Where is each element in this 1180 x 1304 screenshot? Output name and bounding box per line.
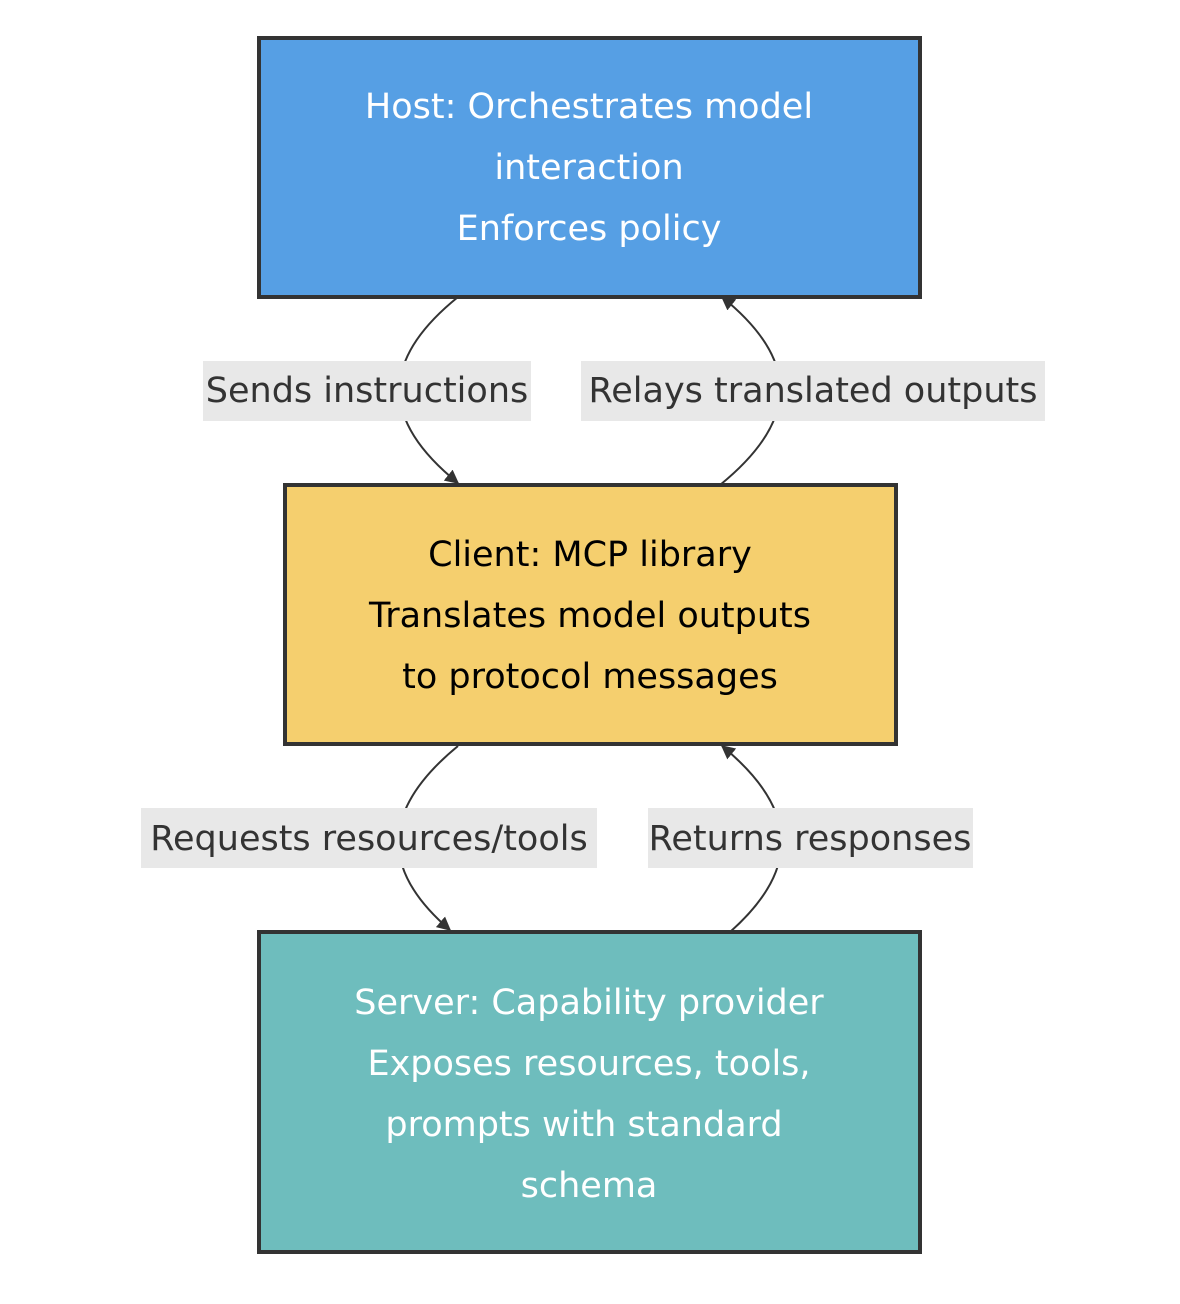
edge-label-returns-responses: Returns responses xyxy=(648,808,973,868)
host-node-line: interaction xyxy=(494,148,683,188)
server-node-box xyxy=(257,930,922,1254)
client-node-line: Translates model outputs xyxy=(368,596,811,636)
edge-label-sends-instructions: Sends instructions xyxy=(203,361,531,421)
host-node-line: Enforces policy xyxy=(457,209,722,249)
client-node-line: Client: MCP library xyxy=(428,535,752,575)
edge-label-requests-resources-tools: Requests resources/tools xyxy=(141,808,597,868)
server-node: Server: Capability provider Exposes reso… xyxy=(257,930,922,1254)
server-node-line: prompts with standard xyxy=(385,1105,782,1145)
server-node-line: schema xyxy=(521,1166,658,1206)
client-node-line: to protocol messages xyxy=(402,657,778,697)
host-node: Host: Orchestrates model interaction Enf… xyxy=(257,36,922,299)
client-node: Client: MCP library Translates model out… xyxy=(283,483,898,746)
host-node-box xyxy=(257,36,922,299)
edge-label-text: Requests resources/tools xyxy=(150,819,587,859)
edge-label-text: Relays translated outputs xyxy=(589,371,1038,411)
edge-label-text: Returns responses xyxy=(649,819,972,859)
host-node-line: Host: Orchestrates model xyxy=(365,87,813,127)
server-node-line: Server: Capability provider xyxy=(354,983,824,1023)
server-node-line: Exposes resources, tools, xyxy=(367,1044,810,1084)
edge-label-relays-translated-outputs: Relays translated outputs xyxy=(581,361,1045,421)
edge-label-text: Sends instructions xyxy=(206,371,528,411)
client-node-box xyxy=(283,483,898,746)
